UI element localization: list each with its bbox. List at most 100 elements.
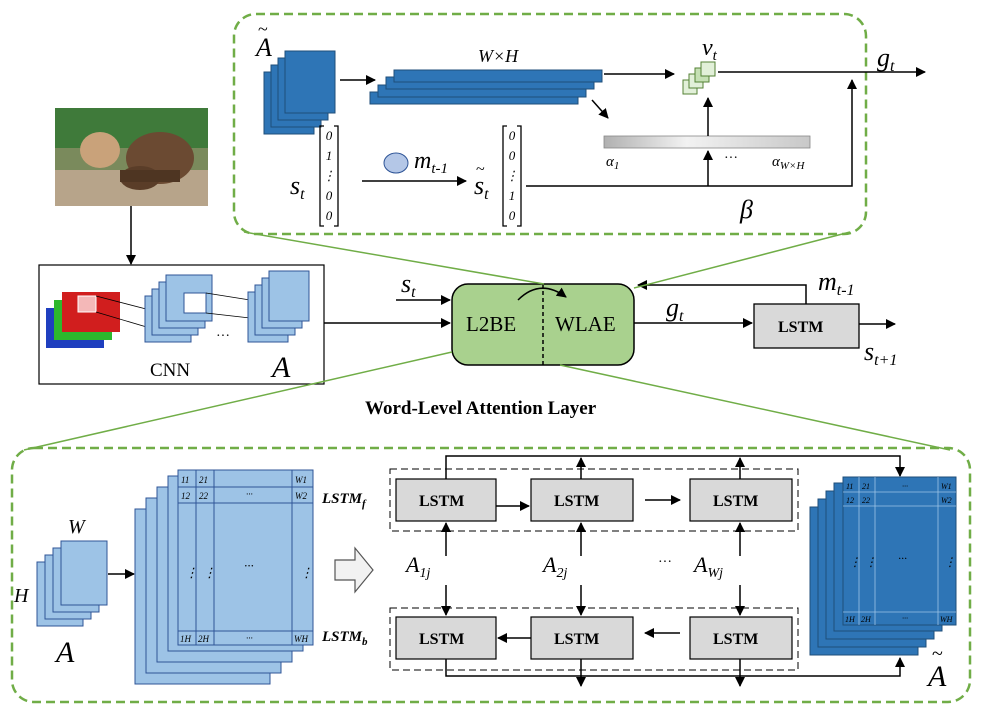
conv-line-4 <box>205 312 251 319</box>
svg-text:0: 0 <box>326 208 333 223</box>
svg-text:···: ··· <box>902 482 908 491</box>
top-attention-panel <box>232 12 868 236</box>
svg-text:11: 11 <box>846 482 853 491</box>
svg-text:W1: W1 <box>295 475 307 485</box>
a-label-bottom: A <box>54 636 75 669</box>
svg-text:LSTM: LSTM <box>554 631 599 648</box>
svg-text:···: ··· <box>898 551 907 565</box>
lstm-b-2: LSTM <box>530 616 634 660</box>
a-tilde-mark-bottom: ~ <box>932 643 943 665</box>
svg-text:12: 12 <box>181 491 191 501</box>
vec2-left-bracket <box>502 125 507 227</box>
l2be-label: L2BE <box>466 312 516 336</box>
lstm-f-1: LSTM <box>395 478 497 522</box>
alpha-weights-bar <box>603 135 811 149</box>
g-t-label-top: gt <box>877 43 895 75</box>
w-label: W <box>68 516 87 538</box>
section-title: Word-Level Attention Layer <box>365 398 597 419</box>
svg-text:0: 0 <box>509 148 516 163</box>
lstm-b-1: LSTM <box>395 616 497 660</box>
svg-text:1H: 1H <box>845 615 856 624</box>
svg-text:LSTM: LSTM <box>419 631 464 648</box>
svg-text:⋮: ⋮ <box>944 555 956 569</box>
input-arrows <box>441 522 745 616</box>
alpha-dots: ··· <box>724 151 738 166</box>
svg-text:0: 0 <box>509 128 516 143</box>
grid-labels-light: 11 21 ··· W1 12 22 W2 ⋮ ⋮ ··· ⋮ 1H 2H ··… <box>180 475 313 644</box>
s-t1-label: st+1 <box>864 337 897 369</box>
grid-lines-light <box>178 470 313 645</box>
svg-text:21: 21 <box>199 475 208 485</box>
svg-text:WH: WH <box>294 634 308 644</box>
svg-text:LSTM: LSTM <box>713 631 758 648</box>
lstm-f-3: LSTM <box>689 478 793 522</box>
svg-text:0: 0 <box>509 208 516 223</box>
m-t-1-label-top: mt-1 <box>414 148 448 177</box>
flattened-features <box>369 69 603 105</box>
backward-output-arrows <box>445 657 905 687</box>
svg-text:2H: 2H <box>861 615 872 624</box>
bottom-attention-panel <box>10 446 972 704</box>
lstm-forward-group <box>389 468 799 532</box>
svg-text:LSTM: LSTM <box>554 493 599 510</box>
svg-text:22: 22 <box>862 496 870 505</box>
svg-text:···: ··· <box>902 614 908 623</box>
wh-label: W×H <box>478 46 519 66</box>
svg-text:11: 11 <box>181 475 189 485</box>
svg-text:⋮: ⋮ <box>323 168 336 183</box>
svg-text:21: 21 <box>862 482 870 491</box>
grid-lines-dark <box>843 477 956 625</box>
lstm-decoder-label: LSTM <box>778 319 823 336</box>
lstm-b-3: LSTM <box>689 616 793 660</box>
v-t-label: vt <box>702 35 718 64</box>
input-photo <box>55 108 208 206</box>
m-t-1-label-middle: mt-1 <box>818 267 855 299</box>
svg-text:2H: 2H <box>198 634 210 644</box>
wlae-label: WLAE <box>555 312 616 336</box>
svg-text:W2: W2 <box>941 496 952 505</box>
alpha-1-label: α1 <box>606 154 619 172</box>
s-t-label-top: st <box>290 171 305 203</box>
forward-output-arrows <box>445 455 905 479</box>
connector-top-right <box>633 231 851 289</box>
a-wj-label: AWj <box>692 552 723 581</box>
m-t-1-memory-icon <box>383 152 409 174</box>
a-feature-stack-bottom <box>36 540 108 627</box>
hollow-arrow <box>334 546 374 594</box>
g-t-label-middle: gt <box>666 293 684 325</box>
cnn-dots: ··· <box>216 329 230 344</box>
svg-text:22: 22 <box>199 491 209 501</box>
a-feature-stack <box>247 270 310 343</box>
h-label: H <box>13 585 30 607</box>
svg-text:W1: W1 <box>941 482 952 491</box>
svg-text:1: 1 <box>326 148 333 163</box>
a-dots-label: ··· <box>658 555 672 570</box>
vec1-left-bracket <box>319 125 324 227</box>
vec1-right-bracket <box>334 125 339 227</box>
svg-text:1H: 1H <box>180 634 192 644</box>
arrow-flatten-to-alpha <box>591 99 609 119</box>
alpha-n-label: αW×H <box>772 154 805 172</box>
vec2-values: 0 0 ⋮ 1 0 <box>506 128 519 223</box>
svg-text:⋮: ⋮ <box>185 565 198 580</box>
lstm-f-label: LSTMf <box>321 491 367 510</box>
svg-text:⋮: ⋮ <box>300 565 313 580</box>
svg-text:LSTM: LSTM <box>419 493 464 510</box>
m-feedback-line <box>637 280 807 304</box>
connector-bottom-right <box>559 364 951 451</box>
a-2j-label: A2j <box>541 552 567 581</box>
svg-text:⋮: ⋮ <box>849 555 861 569</box>
svg-text:0: 0 <box>326 188 333 203</box>
vec2-right-bracket <box>517 125 522 227</box>
cnn-label: CNN <box>150 360 190 381</box>
a-label-middle: A <box>270 351 291 384</box>
svg-text:···: ··· <box>244 558 254 573</box>
s-tilde-label: st <box>474 171 489 203</box>
svg-text:1: 1 <box>509 188 516 203</box>
svg-text:⋮: ⋮ <box>506 168 519 183</box>
conv-line-2 <box>95 311 151 329</box>
lstm-decoder-box <box>753 303 860 349</box>
s-t-label-middle: st <box>401 269 416 301</box>
svg-text:W2: W2 <box>295 491 307 501</box>
lstm-b-label: LSTMb <box>321 629 368 648</box>
